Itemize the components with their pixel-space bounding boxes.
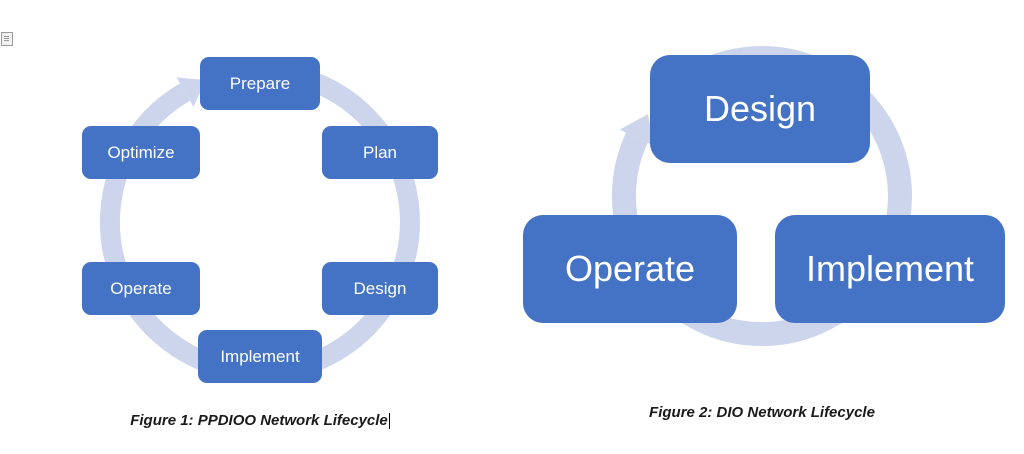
node-operate-large[interactable]: Operate [523,215,737,323]
figure1-caption: Figure 1: PPDIOO Network Lifecycle [110,412,410,429]
node-design-large[interactable]: Design [650,55,870,163]
cycle-ring-arc [100,62,420,383]
cycle-ring-arrowhead-icon [619,114,655,146]
figure2-caption-text: Figure 2: DIO Network Lifecycle [649,404,875,421]
node-operate[interactable]: Operate [82,262,200,315]
text-cursor [388,413,390,429]
node-implement-large[interactable]: Implement [775,215,1005,323]
cycle-ring-arrowhead-icon [176,77,206,107]
node-implement[interactable]: Implement [198,330,322,383]
figure2-caption: Figure 2: DIO Network Lifecycle [612,404,912,421]
object-anchor-icon [1,32,13,46]
figure1-caption-text: Figure 1: PPDIOO Network Lifecycle [130,412,388,429]
node-plan[interactable]: Plan [322,126,438,179]
node-optimize[interactable]: Optimize [82,126,200,179]
node-prepare[interactable]: Prepare [200,57,320,110]
node-design[interactable]: Design [322,262,438,315]
